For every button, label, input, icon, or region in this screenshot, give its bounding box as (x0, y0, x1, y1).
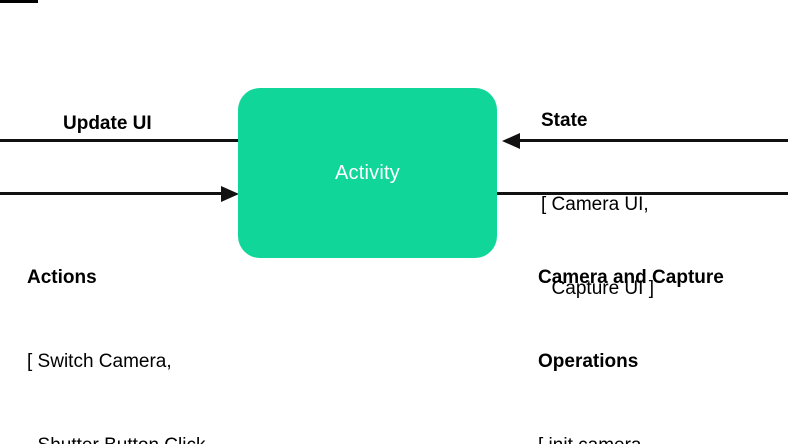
block-state-line-1: Capture UI ] (541, 278, 654, 299)
arrowhead-actions-icon (221, 185, 239, 202)
activity-node[interactable]: Activity (238, 88, 497, 258)
edge-line-update-ui (0, 139, 240, 142)
edge-line-actions (0, 192, 222, 195)
edge-label-update-ui: Update UI (63, 113, 152, 134)
block-actions-line-1: Shutter Button Click, (27, 432, 257, 444)
block-state-heading: State (541, 110, 588, 131)
block-operations: Camera and Capture Operations [ init cam… (538, 208, 724, 444)
block-state-line-0: [ Camera UI, (541, 194, 649, 215)
arrowhead-state-icon (502, 132, 520, 149)
block-operations-heading-line2: Operations (538, 351, 639, 372)
block-actions: Actions [ Switch Camera, Shutter Button … (27, 208, 257, 444)
edge-line-state (520, 139, 788, 142)
edge-line-operations (497, 192, 788, 195)
block-operations-heading-line1: Camera and Capture (538, 267, 724, 288)
activity-node-label: Activity (335, 161, 400, 184)
block-state: State [ Camera UI, Capture UI ] (541, 51, 654, 359)
top-left-marker (0, 0, 38, 3)
block-actions-heading: Actions (27, 267, 97, 288)
block-actions-line-0: [ Switch Camera, (27, 351, 172, 372)
block-operations-line-0: [ init camera, (538, 432, 724, 444)
